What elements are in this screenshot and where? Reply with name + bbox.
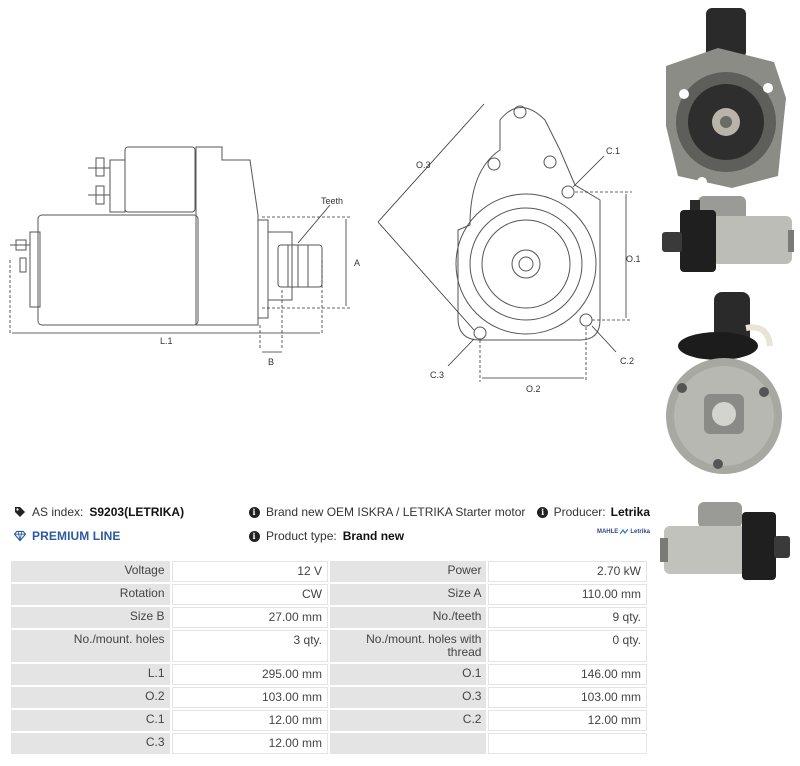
photo-angle-view[interactable]: [658, 500, 792, 586]
spec-key: L.1: [11, 664, 170, 685]
spec-value: 12.00 mm: [171, 710, 328, 731]
info-row-1: AS index: S9203(LETRIKA) i Brand new OEM…: [14, 502, 650, 524]
dimension-drawing-svg: Teeth A B L.1: [9, 103, 641, 394]
label-teeth: Teeth: [321, 196, 343, 206]
photo-front-view[interactable]: [658, 6, 792, 190]
spec-key: Rotation: [11, 584, 170, 605]
label-o1: O.1: [626, 254, 641, 264]
pinion: [277, 244, 323, 288]
table-row: C.1 12.00 mm C.2 12.00 mm: [11, 710, 647, 731]
spec-key: O.1: [329, 664, 487, 685]
spec-value: 295.00 mm: [171, 664, 328, 685]
spec-value: 27.00 mm: [171, 607, 328, 628]
as-index-label: AS index:: [32, 505, 84, 519]
producer: i Producer: Letrika: [537, 505, 650, 519]
table-row: Rotation CW Size A 110.00 mm: [11, 584, 647, 605]
spec-value: 103.00 mm: [488, 687, 647, 708]
spec-key: C.2: [329, 710, 487, 731]
photo-rear-view[interactable]: [658, 288, 792, 478]
spec-value: CW: [171, 584, 328, 605]
info-icon: i: [248, 530, 260, 542]
spec-value: 12.00 mm: [171, 733, 328, 754]
table-row: C.3 12.00 mm: [11, 733, 647, 754]
label-o2: O.2: [526, 384, 541, 394]
spec-value: 103.00 mm: [171, 687, 328, 708]
spec-key: No./mount. holes with thread: [329, 630, 487, 662]
spec-value: 12 V: [171, 561, 328, 582]
spec-key: Voltage: [11, 561, 170, 582]
premium-line: PREMIUM LINE: [14, 529, 121, 543]
spec-value: 146.00 mm: [488, 664, 647, 685]
motor-end-cap: [29, 231, 41, 308]
hole-c3: [473, 326, 487, 340]
table-row: Voltage 12 V Power 2.70 kW: [11, 561, 647, 582]
drive-housing: [195, 146, 259, 326]
diamond-icon: [14, 530, 26, 542]
producer-label: Producer:: [553, 505, 606, 519]
producer-value: Letrika: [610, 505, 650, 519]
spec-value: 9 qty.: [488, 607, 647, 628]
label-c1: C.1: [606, 146, 620, 156]
label-l1: L.1: [160, 336, 173, 346]
spec-key-empty: [329, 733, 487, 754]
mahle-letrika-logo: MAHLE Letrika: [596, 529, 650, 535]
spec-key: Power: [329, 561, 487, 582]
spec-key: C.3: [11, 733, 170, 754]
spec-key: O.2: [11, 687, 170, 708]
label-b: B: [268, 357, 274, 367]
specs-table: Voltage 12 V Power 2.70 kW Rotation CW S…: [9, 559, 649, 756]
spec-key: C.1: [11, 710, 170, 731]
table-row: L.1 295.00 mm O.1 146.00 mm: [11, 664, 647, 685]
spec-value: 12.00 mm: [488, 710, 647, 731]
label-o3: O.3: [416, 160, 431, 170]
product-type: i Product type: Brand new: [248, 529, 404, 543]
motor-body: [37, 214, 199, 326]
as-index-value: S9203(LETRIKA): [89, 505, 185, 519]
hole-c2: [579, 313, 593, 327]
label-a: A: [354, 258, 360, 268]
as-index: AS index: S9203(LETRIKA): [14, 505, 184, 519]
info-icon: i: [537, 506, 549, 518]
product-photos: [656, 0, 800, 600]
product-type-label: Product type:: [266, 529, 337, 543]
label-c2: C.2: [620, 356, 634, 366]
spec-value: 110.00 mm: [488, 584, 647, 605]
spec-key: Size A: [329, 584, 487, 605]
front-housing-circle: [455, 193, 597, 335]
label-c3: C.3: [430, 370, 444, 380]
photo-side-view[interactable]: [658, 192, 794, 276]
spec-key: Size B: [11, 607, 170, 628]
spec-value: 0 qty.: [488, 630, 647, 662]
premium-line-label: PREMIUM LINE: [32, 529, 121, 543]
description-text: Brand new OEM ISKRA / LETRIKA Starter mo…: [266, 505, 526, 519]
product-type-value: Brand new: [342, 529, 405, 543]
technical-drawing: Teeth A B L.1: [0, 0, 655, 400]
spec-value: 2.70 kW: [488, 561, 647, 582]
tag-icon: [14, 506, 26, 518]
hole-c1: [561, 185, 575, 199]
spec-value: 3 qty.: [171, 630, 328, 662]
spec-key: No./teeth: [329, 607, 487, 628]
spec-key: O.3: [329, 687, 487, 708]
product-info: AS index: S9203(LETRIKA) i Brand new OEM…: [14, 502, 650, 550]
solenoid: [124, 146, 196, 213]
description: i Brand new OEM ISKRA / LETRIKA Starter …: [248, 505, 525, 519]
table-row: Size B 27.00 mm No./teeth 9 qty.: [11, 607, 647, 628]
table-row: O.2 103.00 mm O.3 103.00 mm: [11, 687, 647, 708]
front-flange: [457, 107, 601, 341]
info-row-2: PREMIUM LINE i Product type: Brand new M…: [14, 526, 650, 548]
brand-logo: MAHLE Letrika: [597, 529, 650, 535]
spec-key: No./mount. holes: [11, 630, 170, 662]
spec-value-empty: [488, 733, 647, 754]
info-icon: i: [248, 506, 260, 518]
table-row: No./mount. holes 3 qty. No./mount. holes…: [11, 630, 647, 662]
